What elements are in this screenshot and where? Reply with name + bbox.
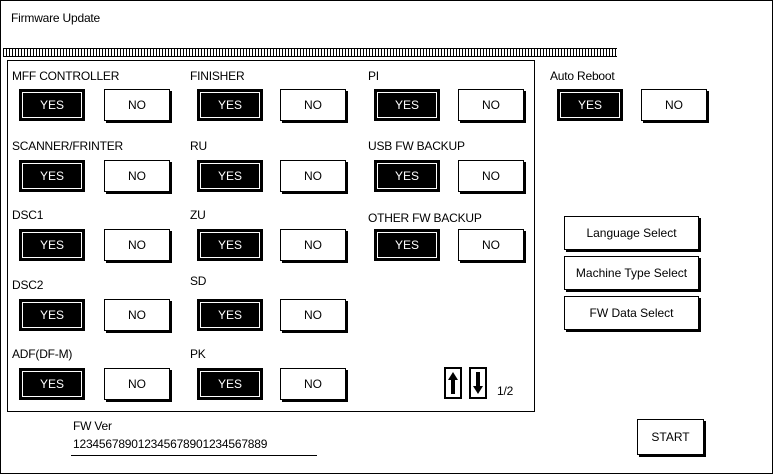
option-label-other-fw-backup: OTHER FW BACKUP — [368, 211, 482, 225]
option-label-pk: PK — [190, 347, 206, 361]
ru-yes-button[interactable]: YES — [197, 160, 263, 192]
pk-no-button[interactable]: NO — [280, 368, 346, 400]
finisher-yes-button[interactable]: YES — [197, 89, 263, 121]
pk-yes-button[interactable]: YES — [197, 368, 263, 400]
mff-controller-no-button[interactable]: NO — [104, 89, 170, 121]
option-label-zu: ZU — [190, 208, 206, 222]
option-label-sd: SD — [190, 274, 207, 288]
page-down-button[interactable] — [469, 367, 487, 399]
scanner-printer-yes-button[interactable]: YES — [19, 160, 85, 192]
auto-reboot-no-button[interactable]: NO — [641, 89, 707, 121]
other-fw-backup-no-button[interactable]: NO — [458, 229, 524, 261]
option-label-mff-controller: MFF CONTROLLER — [12, 69, 120, 83]
fw-version-label: FW Ver — [73, 419, 112, 433]
zu-no-button[interactable]: NO — [280, 229, 346, 261]
adf-yes-button[interactable]: YES — [19, 368, 85, 400]
arrow-up-icon — [448, 372, 458, 394]
page-indicator: 1/2 — [497, 384, 514, 398]
option-label-pi: PI — [368, 69, 379, 83]
option-label-ru: RU — [190, 139, 207, 153]
usb-fw-backup-yes-button[interactable]: YES — [374, 160, 440, 192]
language-select-button[interactable]: Language Select — [564, 216, 699, 250]
option-label-adf: ADF(DF-M) — [12, 347, 73, 361]
option-label-scanner-printer: SCANNER/FRINTER — [12, 139, 124, 153]
usb-fw-backup-no-button[interactable]: NO — [458, 160, 524, 192]
finisher-no-button[interactable]: NO — [280, 89, 346, 121]
option-label-dsc1: DSC1 — [12, 208, 44, 222]
sd-yes-button[interactable]: YES — [197, 299, 263, 331]
auto-reboot-yes-button[interactable]: YES — [557, 89, 623, 121]
adf-no-button[interactable]: NO — [104, 368, 170, 400]
other-fw-backup-yes-button[interactable]: YES — [374, 229, 440, 261]
fw-version-value: 123456789012345678901234567889 — [73, 437, 268, 451]
pi-no-button[interactable]: NO — [458, 89, 524, 121]
auto-reboot-label: Auto Reboot — [550, 69, 615, 83]
machine-type-select-button[interactable]: Machine Type Select — [564, 256, 699, 290]
dsc1-no-button[interactable]: NO — [104, 229, 170, 261]
title-separator — [3, 48, 617, 57]
mff-controller-yes-button[interactable]: YES — [19, 89, 85, 121]
pi-yes-button[interactable]: YES — [374, 89, 440, 121]
options-panel: MFF CONTROLLER YES NO FINISHER YES NO PI… — [7, 60, 535, 412]
dsc2-no-button[interactable]: NO — [104, 299, 170, 331]
option-label-finisher: FINISHER — [190, 69, 245, 83]
dsc1-yes-button[interactable]: YES — [19, 229, 85, 261]
fw-version-underline — [71, 455, 317, 456]
option-label-usb-fw-backup: USB FW BACKUP — [368, 139, 465, 153]
dsc2-yes-button[interactable]: YES — [19, 299, 85, 331]
sd-no-button[interactable]: NO — [280, 299, 346, 331]
window-title: Firmware Update — [11, 11, 101, 25]
scanner-printer-no-button[interactable]: NO — [104, 160, 170, 192]
option-label-dsc2: DSC2 — [12, 278, 44, 292]
ru-no-button[interactable]: NO — [280, 160, 346, 192]
page-up-button[interactable] — [444, 367, 462, 399]
fw-data-select-button[interactable]: FW Data Select — [564, 296, 699, 330]
zu-yes-button[interactable]: YES — [197, 229, 263, 261]
arrow-down-icon — [473, 372, 483, 394]
start-button[interactable]: START — [637, 419, 704, 455]
